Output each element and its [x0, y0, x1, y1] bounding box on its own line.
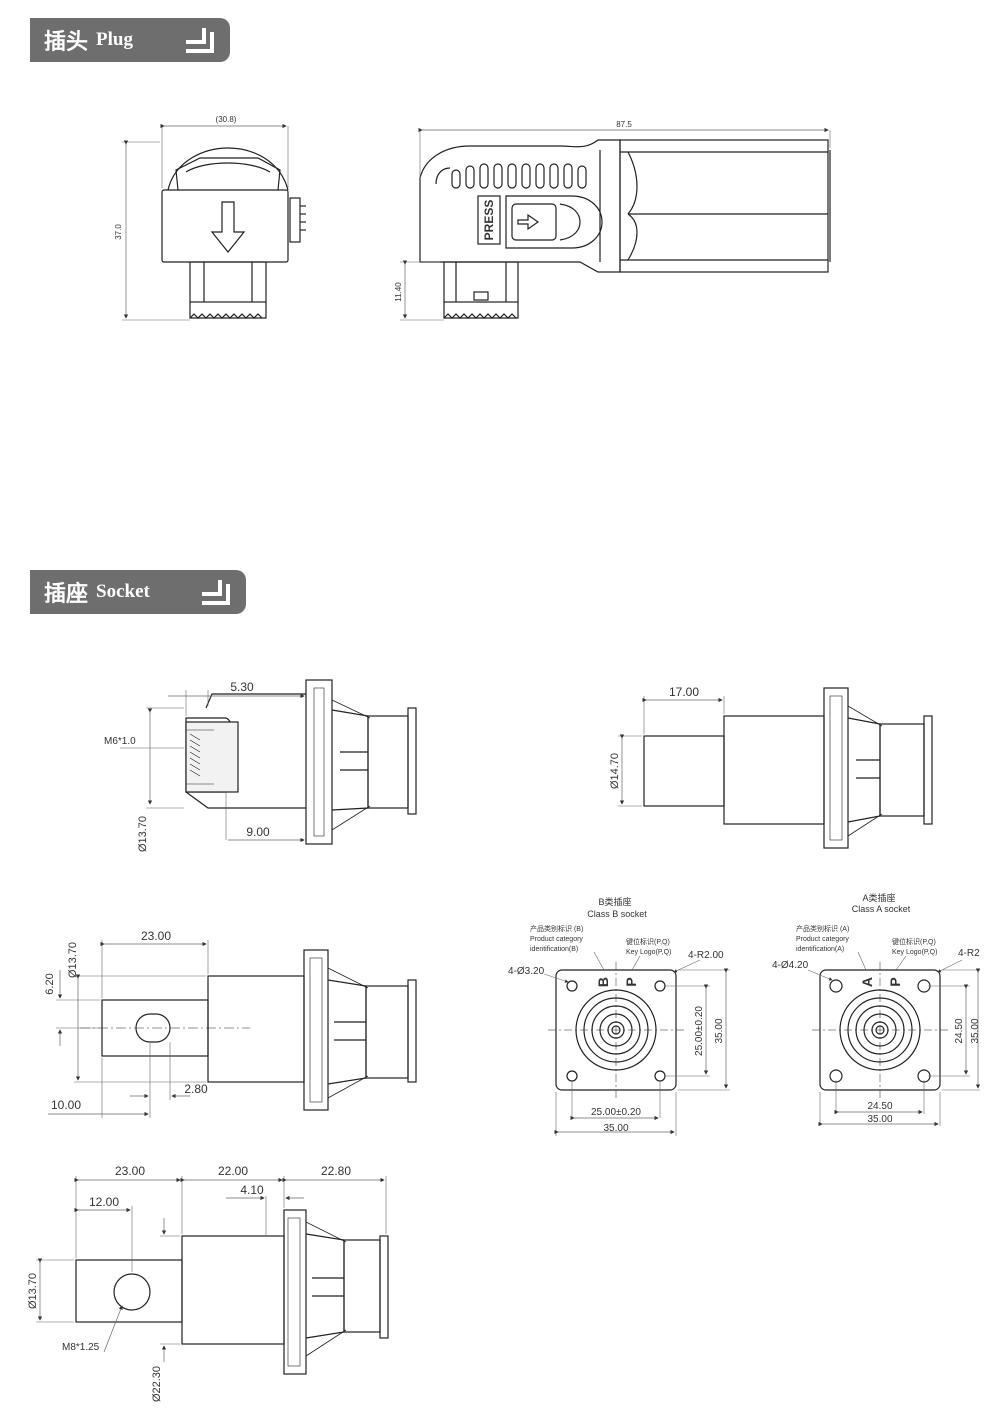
plug-side-pin-dim: 11.40 [394, 282, 403, 302]
class-b-key-cn: 键位标识(P,Q) [626, 937, 670, 946]
class-a-holes: 4-Ø4.20 [772, 960, 809, 971]
class-b-letter-p: P [623, 977, 639, 986]
s3-dim-10-00: 10.00 [51, 1098, 81, 1112]
class-a-dim-h-outer: 35.00 [867, 1114, 892, 1125]
s1-dim-5-30: 5.30 [230, 680, 254, 694]
class-b-cat-en1: Product category [530, 936, 583, 943]
plug-front-width-dim: (30.8) [216, 115, 237, 124]
s1-dim-13-70: Ø13.70 [137, 816, 149, 852]
class-a-dim-h-inner: 24.50 [867, 1101, 892, 1112]
socket-view-3 [48, 940, 417, 1118]
socket-title-cn: 插座 [44, 581, 89, 607]
s3-dim-13-70: Ø13.70 [67, 942, 79, 978]
s3-dim-6-20: 6.20 [44, 973, 56, 994]
class-b-letter-b: B [595, 977, 611, 987]
class-a-dim-v-outer: 35.00 [970, 1018, 981, 1043]
class-a-title-en: Class A socket [852, 904, 911, 914]
plug-section-banner: 插头 Plug [30, 18, 230, 62]
corner-arrow-icon [186, 28, 214, 53]
socket-view-4 [36, 1176, 389, 1375]
class-a-cat-en2: identification(A) [796, 946, 844, 953]
socket-view-1 [120, 679, 417, 845]
class-a-key-cn: 键位标识(P,Q) [892, 937, 936, 946]
class-b-dim-v-inner: 25.00±0.20 [694, 1006, 705, 1056]
class-b-title-en: Class B socket [587, 909, 647, 919]
class-b-holes: 4-Ø3.20 [508, 966, 545, 977]
class-a-letter-p: P [887, 977, 903, 986]
s3-dim-2-80: 2.80 [184, 1082, 208, 1096]
plug-front-view [122, 123, 306, 321]
class-b-cat-cn: 产品类别标识 (B) [530, 924, 583, 933]
class-b-socket-face [543, 951, 730, 1136]
plug-front-height-dim: 37.0 [114, 224, 123, 240]
socket-section-banner: 插座 Socket [30, 570, 246, 614]
s3-dim-23-00: 23.00 [141, 929, 171, 943]
s2-dim-17-00: 17.00 [669, 685, 699, 699]
plug-title-cn: 插头 [44, 29, 89, 55]
class-a-key-en: Key Logo(P,Q) [892, 949, 937, 956]
s4-dim-4-10: 4.10 [240, 1183, 264, 1197]
class-a-radius: 4-R2 [958, 948, 980, 959]
socket-title-en: Socket [96, 581, 150, 602]
s4-dim-22-00: 22.00 [218, 1164, 248, 1178]
s4-dim-12-00: 12.00 [89, 1195, 119, 1209]
class-b-radius: 4-R2.00 [688, 950, 724, 961]
class-b-title-cn: B类插座 [598, 896, 631, 907]
class-a-title-cn: A类插座 [862, 892, 895, 903]
class-b-cat-en2: identification(B) [530, 946, 578, 953]
class-b-dim-v-outer: 35.00 [714, 1018, 725, 1043]
class-b-dim-h-inner: 25.00±0.20 [591, 1107, 641, 1118]
class-a-dim-v-inner: 24.50 [954, 1018, 965, 1043]
plug-side-view [400, 127, 831, 321]
press-label: PRESS [482, 200, 496, 241]
class-b-dim-h-outer: 35.00 [603, 1123, 628, 1134]
plug-title-en: Plug [96, 29, 133, 50]
s4-dim-23-00: 23.00 [115, 1164, 145, 1178]
class-a-cat-cn: 产品类别标识 (A) [796, 924, 849, 933]
s4-dim-13-70: Ø13.70 [27, 1273, 39, 1309]
s1-dim-9-00: 9.00 [246, 825, 270, 839]
socket-view-2 [618, 687, 933, 849]
class-b-key-en: Key Logo(P,Q) [626, 949, 671, 956]
s4-thread-label: M8*1.25 [62, 1342, 100, 1353]
corner-arrow-icon [202, 580, 230, 605]
s1-thread-label: M6*1.0 [104, 736, 136, 747]
s2-dim-14-70: Ø14.70 [609, 753, 621, 789]
plug-side-length-dim: 87.5 [616, 120, 632, 129]
class-a-cat-en1: Product category [796, 936, 849, 943]
class-a-letter-a: A [859, 977, 875, 987]
class-a-socket-face [807, 951, 981, 1127]
s4-dim-22-80: 22.80 [321, 1164, 351, 1178]
s4-dim-22-30: Ø22.30 [151, 1366, 163, 1402]
